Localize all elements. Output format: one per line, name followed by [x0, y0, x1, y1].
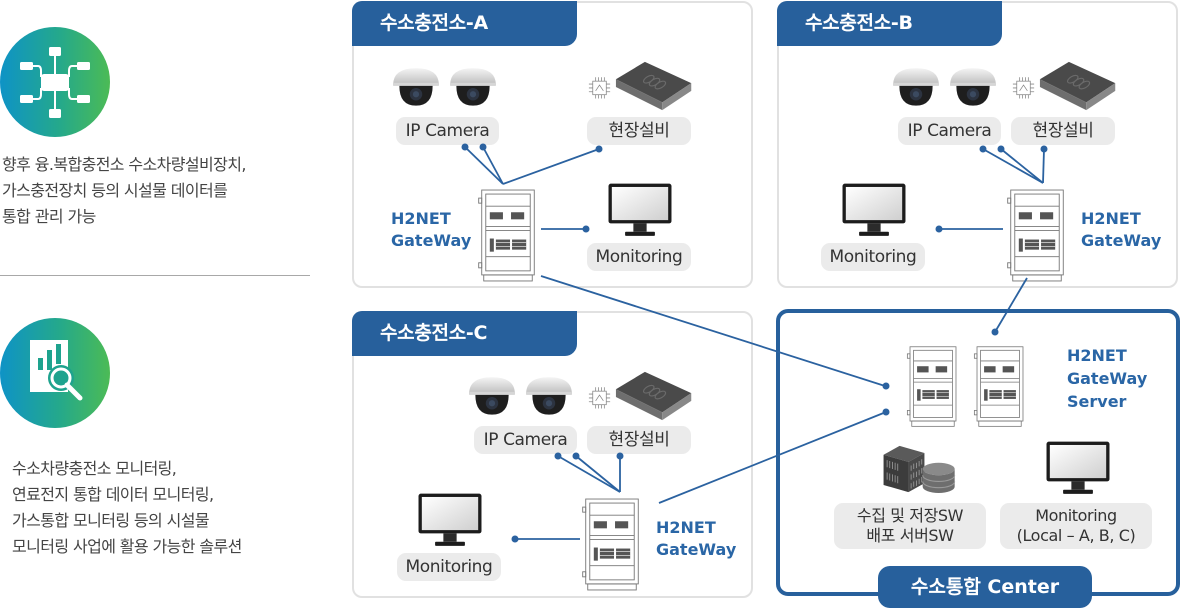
center-sw-label: 수집 및 저장SW 배포 서버SW [834, 503, 986, 549]
monitor-icon [834, 182, 914, 240]
ip-camera-icon [523, 375, 575, 419]
gateway-cabinet-icon [581, 497, 643, 593]
center-server-label: H2NET GateWay Server [1067, 344, 1147, 413]
report-search-icon [0, 318, 110, 428]
sw-label-line: 수집 및 저장SW [856, 506, 964, 525]
field-equipment-icon [588, 368, 696, 424]
monitor-icon [410, 492, 490, 550]
gateway-label-line: GateWay [656, 540, 737, 559]
station-a-monitor-label: Monitoring [587, 243, 691, 271]
gateway-cabinet-icon [1006, 188, 1068, 284]
station-b-monitor-label: Monitoring [821, 243, 925, 271]
feature-description-1: 향후 융.복합충전소 수소차량설비장치, 가스충전장치 등의 시설물 데이터를 … [2, 152, 246, 230]
ip-camera-icon [947, 66, 999, 110]
sw-label-line: 배포 서버SW [866, 526, 954, 545]
server-label-line: GateWay [1067, 369, 1148, 388]
field-equipment-icon [1012, 58, 1120, 114]
feature-2-line: 수소차량충전소 모니터링, [12, 459, 177, 478]
station-c-monitor-label: Monitoring [397, 553, 501, 581]
center-title: 수소통합 Center [878, 566, 1092, 608]
field-equipment-icon [588, 58, 696, 114]
feature-description-2: 수소차량충전소 모니터링, 연료전지 통합 데이터 모니터링, 가스통합 모니터… [12, 456, 242, 560]
station-a-title: 수소충전소-A [352, 1, 577, 46]
station-a-gateway-label: H2NET GateWay [391, 208, 471, 252]
station-c-equipment-label: 현장설비 [587, 426, 691, 454]
server-label-line: Server [1067, 392, 1127, 411]
center-monitor-line: Monitoring [1035, 506, 1117, 525]
ip-camera-icon [447, 66, 499, 110]
monitor-icon [600, 182, 680, 240]
feature-1-line: 통합 관리 가능 [2, 207, 96, 226]
network-hub-icon [0, 27, 110, 137]
center-monitor-line: (Local – A, B, C) [1016, 526, 1136, 545]
station-b-equipment-label: 현장설비 [1011, 117, 1115, 145]
station-c-gateway-label: H2NET GateWay [656, 517, 736, 561]
station-a-equipment-label: 현장설비 [587, 117, 691, 145]
server-label-line: H2NET [1067, 346, 1127, 365]
feature-2-line: 모니터링 사업에 활용 가능한 솔루션 [12, 537, 242, 556]
station-b-camera-label: IP Camera [898, 117, 1001, 145]
gateway-cabinet-icon [477, 188, 539, 284]
feature-1-line: 가스충전장치 등의 시설물 데이터를 [2, 181, 228, 200]
station-a-camera-label: IP Camera [396, 117, 499, 145]
station-b-gateway-label: H2NET GateWay [1081, 208, 1161, 252]
gateway-server-icon [902, 345, 964, 429]
database-server-icon [880, 440, 960, 498]
gateway-label-line: H2NET [656, 518, 716, 537]
station-c-camera-label: IP Camera [474, 426, 577, 454]
station-b-title: 수소충전소-B [777, 1, 1002, 46]
gateway-server-icon [969, 345, 1031, 429]
ip-camera-icon [390, 66, 442, 110]
feature-2-line: 연료전지 통합 데이터 모니터링, [12, 485, 214, 504]
gateway-label-line: H2NET [1081, 209, 1141, 228]
center-monitor-label: Monitoring (Local – A, B, C) [1000, 503, 1152, 549]
divider [0, 275, 310, 276]
monitor-icon [1038, 440, 1118, 498]
gateway-label-line: H2NET [391, 209, 451, 228]
ip-camera-icon [466, 375, 518, 419]
station-c-title: 수소충전소-C [352, 311, 577, 356]
feature-1-line: 향후 융.복합충전소 수소차량설비장치, [2, 155, 246, 174]
gateway-label-line: GateWay [1081, 231, 1162, 250]
gateway-label-line: GateWay [391, 231, 472, 250]
feature-2-line: 가스통합 모니터링 등의 시설물 [12, 511, 210, 530]
ip-camera-icon [890, 66, 942, 110]
